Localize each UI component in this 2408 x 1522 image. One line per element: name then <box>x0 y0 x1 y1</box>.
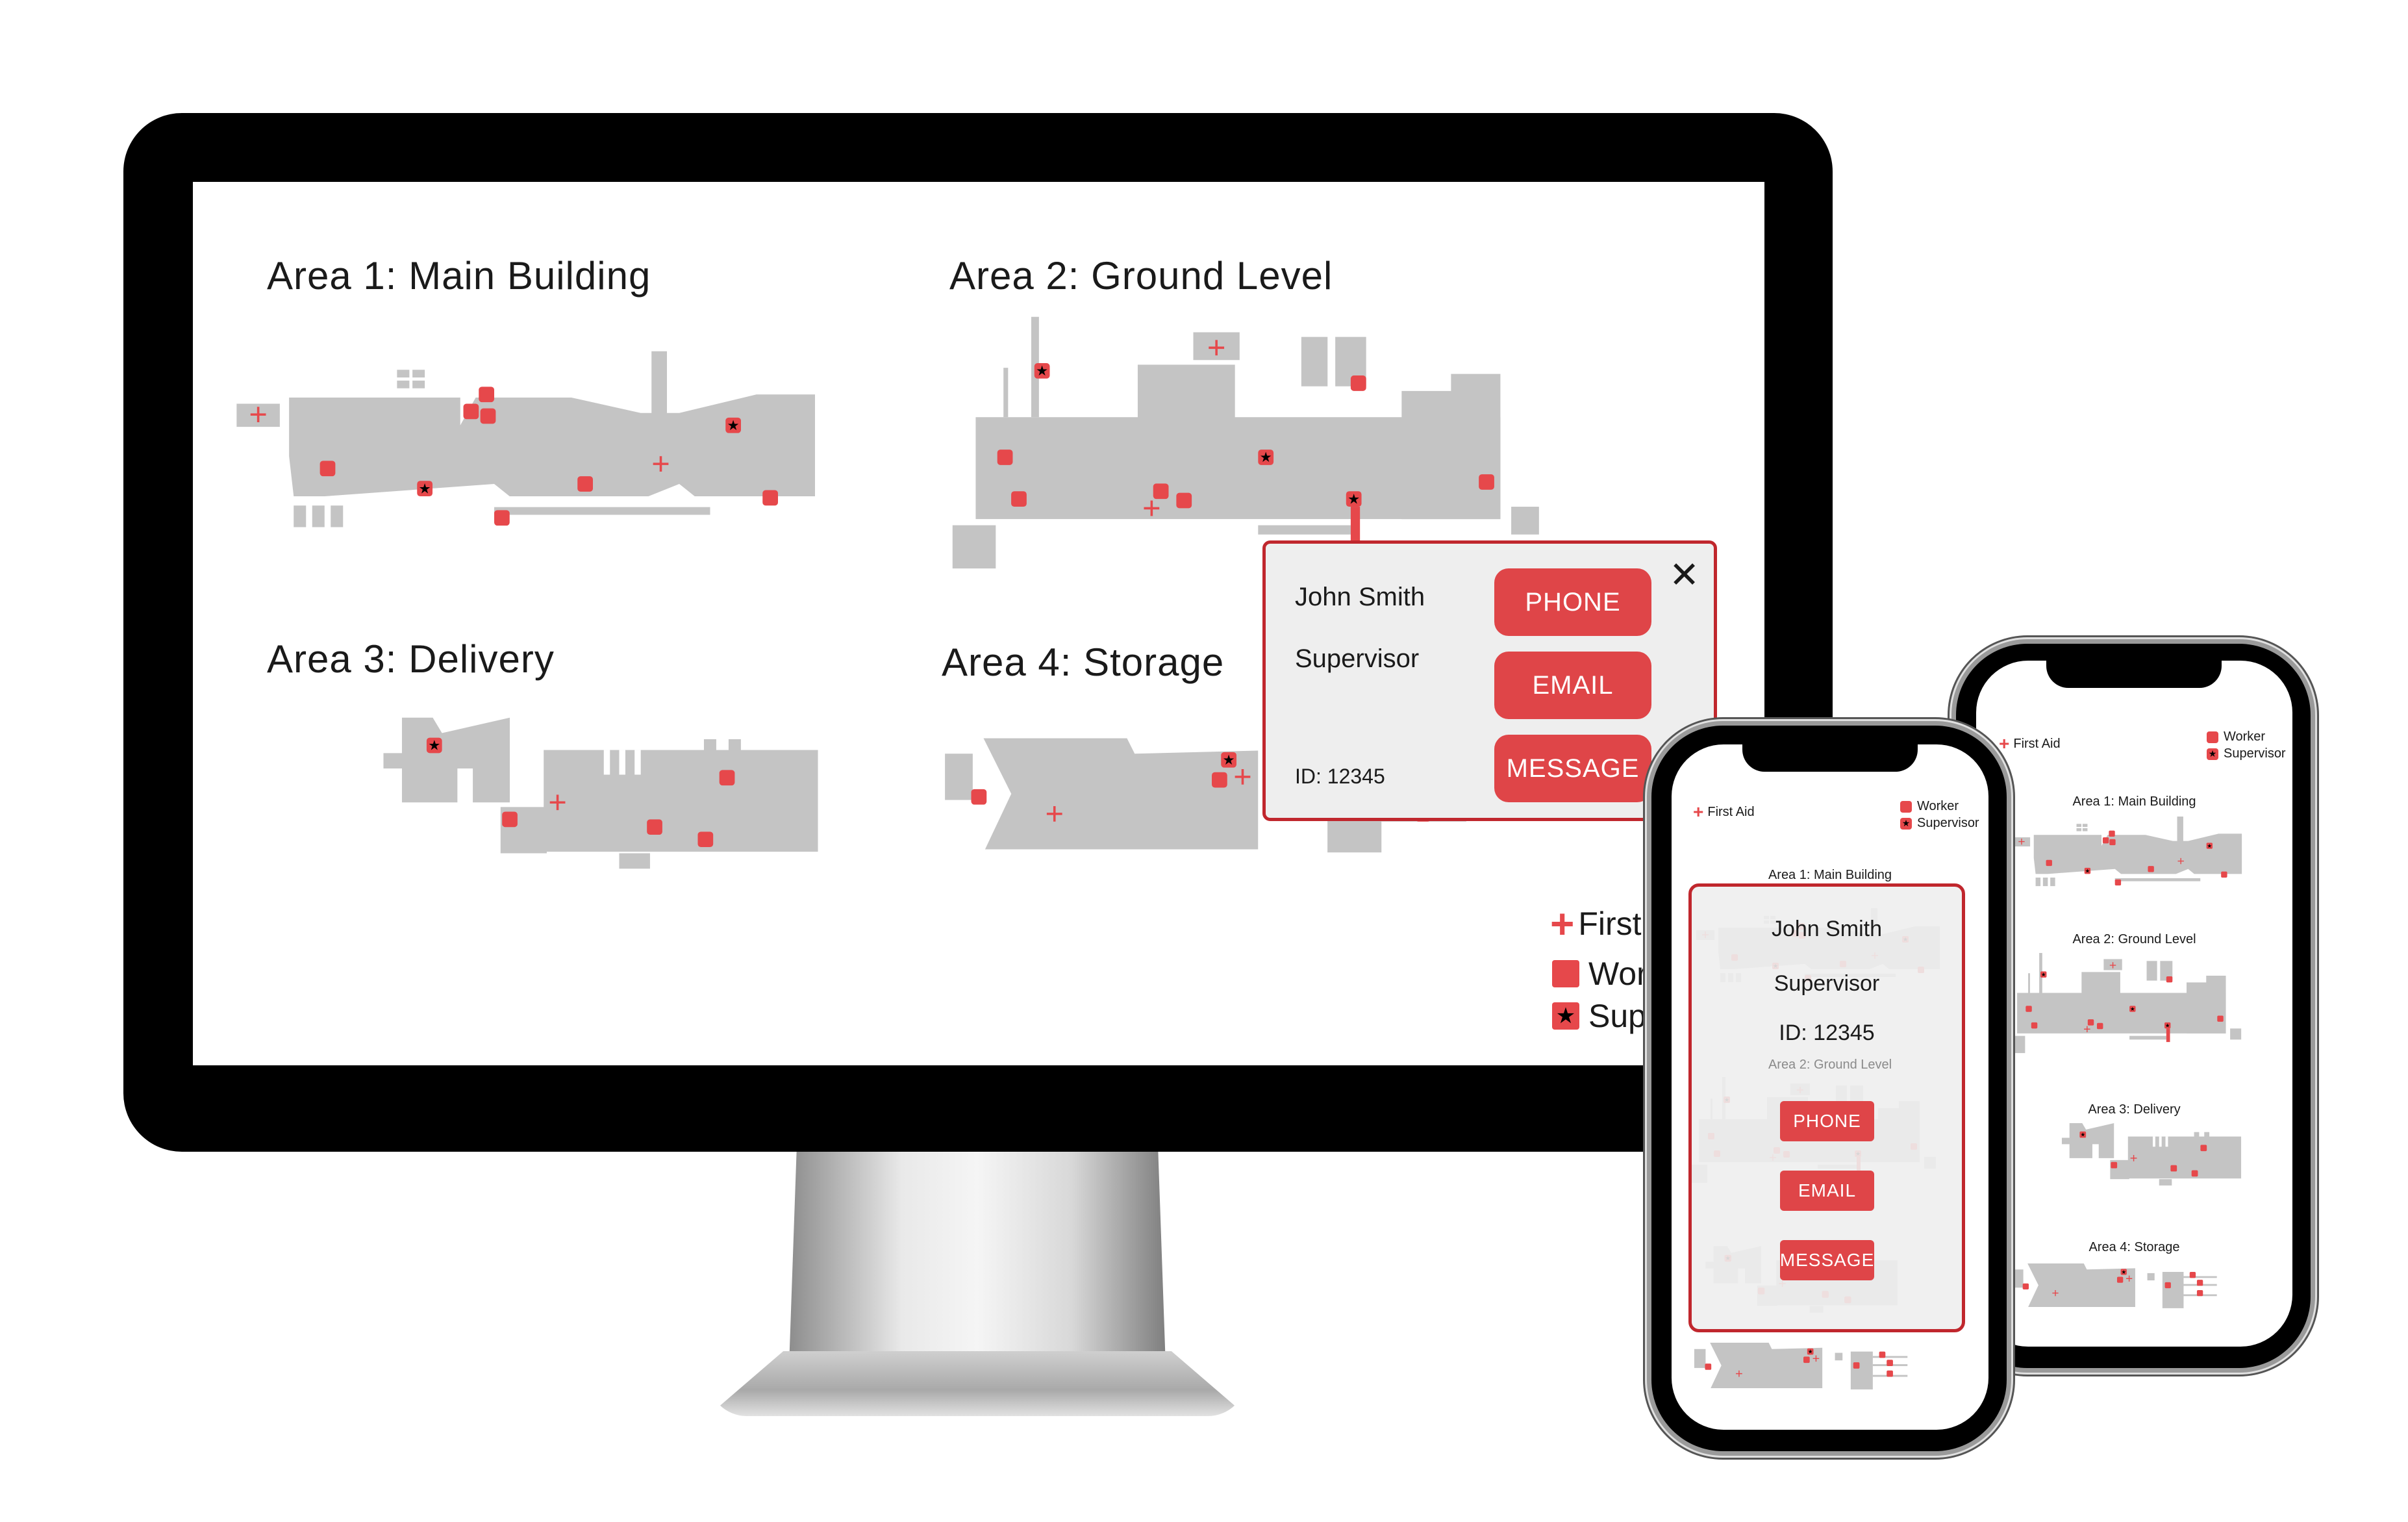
area-1-map[interactable] <box>232 348 818 533</box>
legend-label: First Aid <box>2013 736 2061 751</box>
phone-button[interactable]: PHONE <box>1780 1101 1874 1141</box>
supervisor-icon: ★ <box>1552 1002 1579 1030</box>
legend-label: First Aid <box>1707 804 1755 819</box>
legend-first-aid: +First Aid <box>1999 733 2061 754</box>
area-2-title: Area 2: Ground Level <box>1768 1058 1892 1072</box>
area-3-map[interactable] <box>380 715 821 872</box>
legend-label: Worker <box>1917 799 1959 813</box>
phone-back-screen: +First Aid Worker ★ Supervisor Area 1: Ma… <box>1976 661 2292 1347</box>
area-2-map[interactable] <box>949 314 1544 576</box>
legend-first-aid: +First Aid <box>1693 802 1755 822</box>
contact-role: Supervisor <box>1295 644 1420 673</box>
contact-modal: John Smith Supervisor ID: 12345 PHONE EM… <box>1688 883 1965 1332</box>
area-2-title: Area 2: Ground Level <box>2072 932 2196 946</box>
phone-front: +First Aid Worker ★Supervisor Area 1: Ma… <box>1651 726 2007 1451</box>
worker-icon <box>2207 731 2218 743</box>
legend-label: Worker <box>2224 729 2266 744</box>
first-aid-icon: + <box>1550 900 1575 947</box>
phone-back: +First Aid Worker ★ Supervisor Area 1: Ma… <box>1956 644 2311 1368</box>
phone-notch <box>2046 661 2222 688</box>
legend-label: Supervisor <box>1917 816 1979 830</box>
contact-id: ID: 12345 <box>1295 765 1385 788</box>
area-1-map[interactable] <box>2011 815 2243 889</box>
email-button[interactable]: EMAIL <box>1494 652 1651 719</box>
area-2-map[interactable] <box>2007 952 2243 1056</box>
phone-notch <box>1742 744 1918 772</box>
email-button[interactable]: EMAIL <box>1780 1171 1874 1211</box>
desktop-screen: Area 1: Main Building Area 2: Ground Lev… <box>193 182 1764 1065</box>
legend-worker: Worker <box>2207 729 2265 744</box>
first-aid-icon: + <box>1693 802 1704 822</box>
area-1-title: Area 1: Main Building <box>267 254 651 298</box>
contact-name: John Smith <box>1295 583 1425 611</box>
contact-id: ID: 12345 <box>1779 1021 1875 1045</box>
message-button[interactable]: MESSAGE <box>1494 735 1651 802</box>
area-4-map[interactable] <box>1693 1340 1914 1391</box>
contact-popup: ✕ John Smith Supervisor ID: 12345 PHONE … <box>1262 540 1717 821</box>
legend-supervisor: ★ Supervisor <box>2207 746 2286 761</box>
area-4-title: Area 4: Storage <box>942 641 1225 684</box>
legend-supervisor: ★ Supervisor <box>1900 816 1979 831</box>
area-3-map[interactable] <box>2061 1122 2242 1187</box>
area-4-map[interactable] <box>2011 1261 2223 1310</box>
monitor-stand-base <box>708 1351 1247 1416</box>
supervisor-icon: ★ <box>1900 817 1912 830</box>
area-1-title: Area 1: Main Building <box>2072 794 2196 809</box>
worker-icon <box>1552 960 1579 987</box>
area-2-title: Area 2: Ground Level <box>949 254 1333 298</box>
area-4-title: Area 4: Storage <box>2088 1240 2180 1254</box>
phone-button[interactable]: PHONE <box>1494 568 1651 636</box>
area-3-title: Area 3: Delivery <box>267 637 555 681</box>
message-button[interactable]: MESSAGE <box>1780 1240 1874 1280</box>
contact-role: Supervisor <box>1774 971 1880 996</box>
area-1-title: Area 1: Main Building <box>1768 868 1892 882</box>
legend-worker: Worker <box>1900 799 1959 814</box>
legend-label: Supervisor <box>2224 746 2286 761</box>
area-3-title: Area 3: Delivery <box>2088 1102 2181 1117</box>
first-aid-icon: + <box>1999 733 2010 754</box>
monitor-stand-neck <box>789 1152 1166 1366</box>
phone-front-screen: +First Aid Worker ★ Supervisor Area 1: Ma… <box>1672 744 1988 1430</box>
supervisor-icon: ★ <box>2207 748 2218 760</box>
worker-icon <box>1900 800 1912 813</box>
contact-name: John Smith <box>1771 917 1883 941</box>
close-icon[interactable]: ✕ <box>1669 554 1699 595</box>
